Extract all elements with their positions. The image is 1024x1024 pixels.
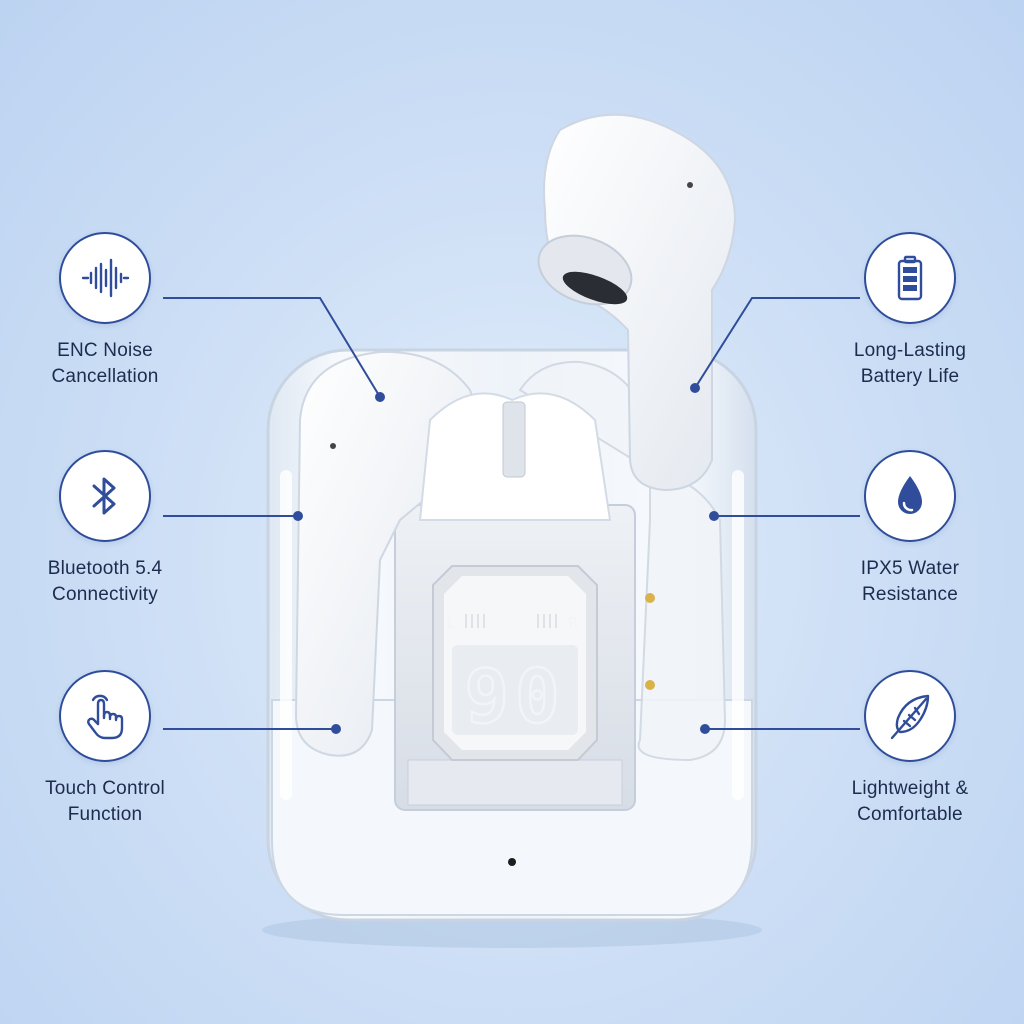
feature-water-resistance: IPX5 Water Resistance xyxy=(810,450,1010,608)
battery-level-bars xyxy=(465,614,557,628)
bluetooth-icon xyxy=(59,450,151,542)
feature-bluetooth: Bluetooth 5.4 Connectivity xyxy=(5,450,205,608)
feature-label-line: Bluetooth 5.4 xyxy=(47,558,163,579)
water-drop-icon xyxy=(864,450,956,542)
feature-label-line: ENC Noise xyxy=(57,340,153,361)
battery-icon xyxy=(864,232,956,324)
feature-label-line: Lightweight & xyxy=(851,778,969,799)
feature-battery-life: Long-Lasting Battery Life xyxy=(810,232,1010,390)
feature-label: IPX5 Water Resistance xyxy=(810,556,1010,608)
touch-hand-icon xyxy=(59,670,151,762)
feature-label-line: Battery Life xyxy=(860,366,960,387)
feature-label-line: Cancellation xyxy=(51,366,159,387)
feature-label: Lightweight & Comfortable xyxy=(810,776,1010,828)
feature-label: Touch Control Function xyxy=(5,776,205,828)
right-indicator: R xyxy=(568,614,578,632)
feature-label: Bluetooth 5.4 Connectivity xyxy=(5,556,205,608)
feature-label-line: Resistance xyxy=(862,584,958,605)
feature-label-line: Connectivity xyxy=(52,584,158,605)
feature-label-line: Function xyxy=(67,804,143,825)
feature-label-line: IPX5 Water xyxy=(860,558,960,579)
feather-icon xyxy=(864,670,956,762)
battery-display-value: 90 xyxy=(464,654,565,740)
sound-wave-icon xyxy=(59,232,151,324)
feature-label: ENC Noise Cancellation xyxy=(5,338,205,390)
left-indicator: L xyxy=(447,614,456,632)
feature-label-line: Long-Lasting xyxy=(853,340,967,361)
feature-noise-cancellation: ENC Noise Cancellation xyxy=(5,232,205,390)
feature-label-line: Comfortable xyxy=(857,804,963,825)
feature-touch-control: Touch Control Function xyxy=(5,670,205,828)
feature-label-line: Touch Control xyxy=(45,778,165,799)
feature-label: Long-Lasting Battery Life xyxy=(810,338,1010,390)
feature-lightweight: Lightweight & Comfortable xyxy=(810,670,1010,828)
